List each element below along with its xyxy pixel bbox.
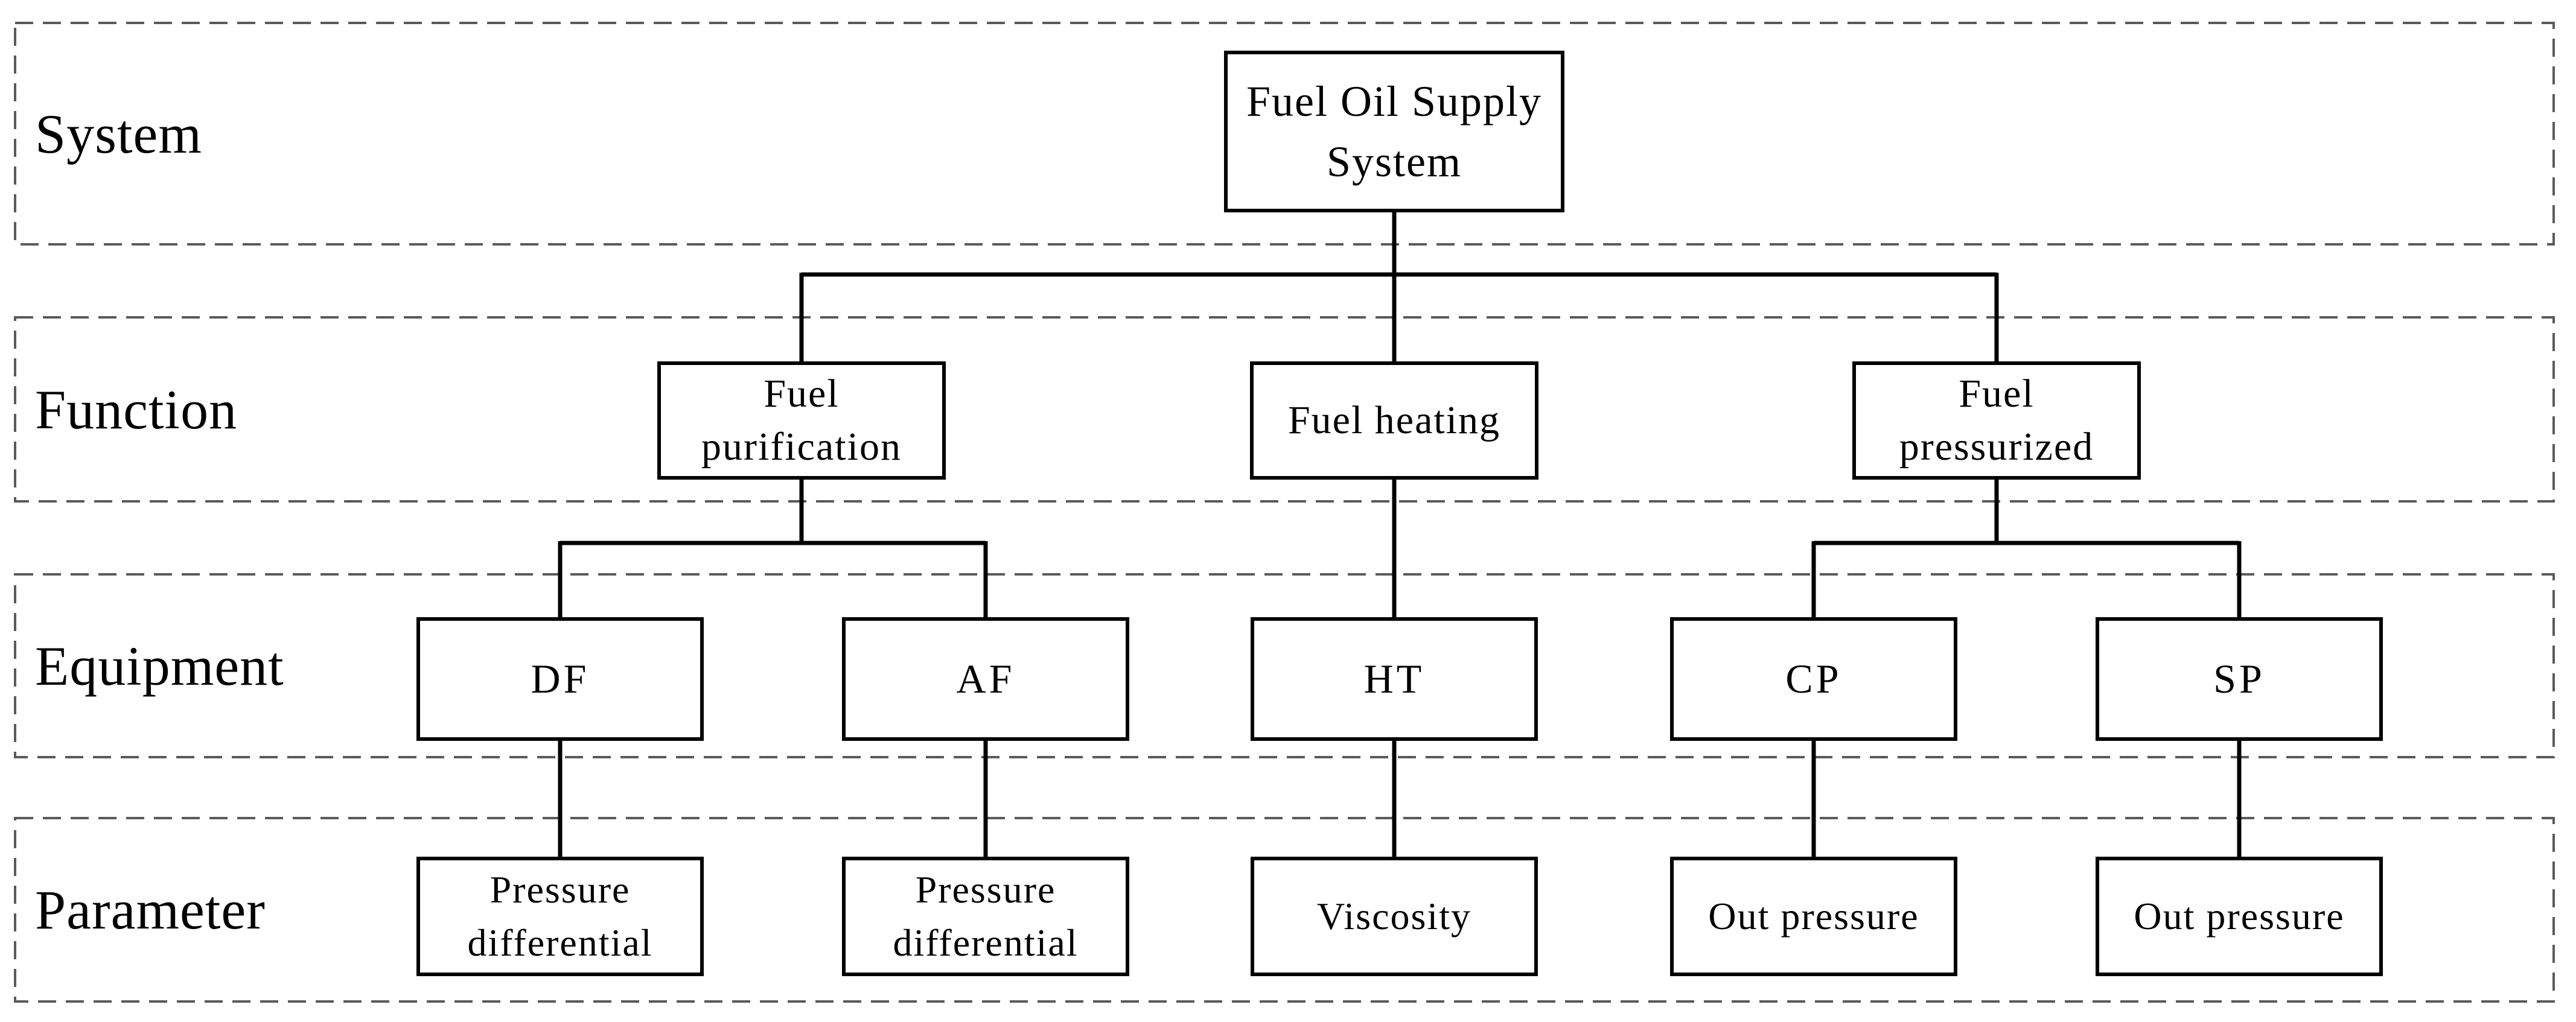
node-box-parameter-out-pressure-cp: Out pressure xyxy=(1670,857,1957,976)
connector-lines xyxy=(558,212,2242,857)
node-box-function-fuel-purification: Fuel purification xyxy=(657,361,946,480)
row-label-system: System xyxy=(35,103,202,165)
node-box-function-fuel-heating: Fuel heating xyxy=(1250,361,1538,480)
node-box-parameter-viscosity: Viscosity xyxy=(1251,857,1538,976)
row-label-parameter: Parameter xyxy=(35,879,266,941)
node-box-parameter-pressure-differential-af: Pressure differential xyxy=(842,857,1129,976)
node-box-equipment-ht: HT xyxy=(1251,617,1538,741)
row-label-function: Function xyxy=(35,378,238,440)
node-box-equipment-sp: SP xyxy=(2096,617,2383,741)
node-box-parameter-pressure-differential-df: Pressure differential xyxy=(416,857,704,976)
node-box-equipment-af: AF xyxy=(842,617,1129,741)
band-outline-system xyxy=(14,22,2555,246)
row-label-equipment: Equipment xyxy=(35,635,284,697)
node-box-equipment-df: DF xyxy=(416,617,704,741)
node-box-parameter-out-pressure-sp: Out pressure xyxy=(2096,857,2383,976)
node-box-system-root: Fuel Oil Supply System xyxy=(1224,51,1564,212)
band-outlines xyxy=(14,22,2555,1003)
node-box-function-fuel-pressurized: Fuel pressurized xyxy=(1852,361,2141,480)
node-box-equipment-cp: CP xyxy=(1670,617,1957,741)
